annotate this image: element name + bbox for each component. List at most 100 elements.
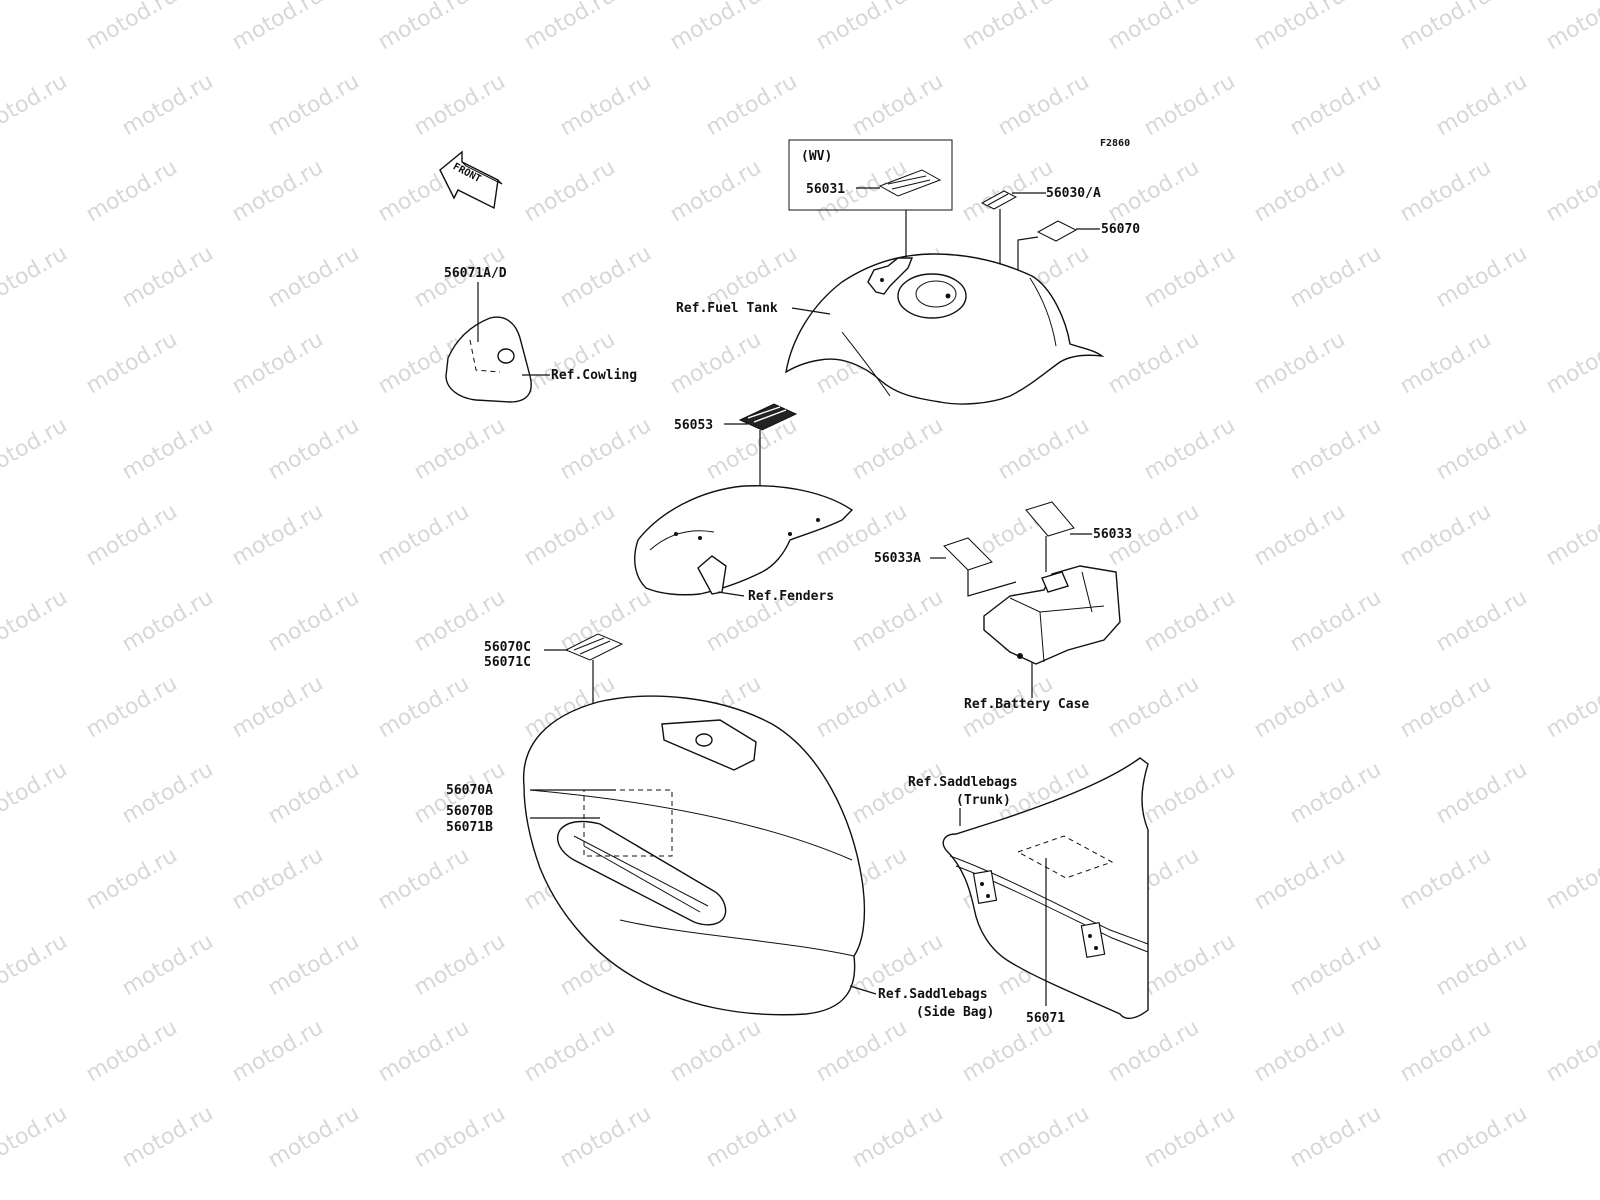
watermark-text: motod.ru bbox=[1432, 929, 1532, 1001]
watermark-text: motod.ru bbox=[1396, 155, 1496, 227]
decal-56030a: 56030/A bbox=[980, 186, 1101, 295]
watermark-text: motod.ru bbox=[264, 241, 364, 313]
watermark-text: motod.ru bbox=[228, 327, 328, 399]
watermark-text: motod.ru bbox=[264, 757, 364, 829]
watermark-text: motod.ru bbox=[666, 1015, 766, 1087]
watermark-text: motod.ru bbox=[0, 585, 72, 657]
watermark-text: motod.ru bbox=[994, 413, 1094, 485]
watermark-text: motod.ru bbox=[118, 585, 218, 657]
watermark-text: motod.ru bbox=[118, 929, 218, 1001]
watermark-text: motod.ru bbox=[410, 413, 510, 485]
watermark-text: motod.ru bbox=[0, 241, 72, 313]
watermark-text: motod.ru bbox=[848, 413, 948, 485]
watermark-text: motod.ru bbox=[520, 155, 620, 227]
watermark-text: motod.ru bbox=[1286, 1101, 1386, 1173]
watermark-text: motod.ru bbox=[1104, 327, 1204, 399]
ref-cowling-label: Ref.Cowling bbox=[551, 368, 637, 383]
watermark-text: motod.ru bbox=[228, 843, 328, 915]
watermark-text: motod.ru bbox=[0, 757, 72, 829]
watermark-text: motod.ru bbox=[410, 929, 510, 1001]
watermark-text: motod.ru bbox=[374, 843, 474, 915]
watermark-text: motod.ru bbox=[1140, 757, 1240, 829]
watermark-text: motod.ru bbox=[812, 1015, 912, 1087]
watermark-text: motod.ru bbox=[1542, 1015, 1600, 1087]
watermark-text: motod.ru bbox=[1432, 585, 1532, 657]
watermark-text: motod.ru bbox=[118, 69, 218, 141]
watermark-text: motod.ru bbox=[374, 0, 474, 55]
watermark-text: motod.ru bbox=[1250, 499, 1350, 571]
watermark-text: motod.ru bbox=[264, 413, 364, 485]
ref-saddlebags-side-label-2: (Side Bag) bbox=[916, 1005, 994, 1020]
watermark-text: motod.ru bbox=[1432, 757, 1532, 829]
watermark-text: motod.ru bbox=[702, 69, 802, 141]
watermark-text: motod.ru bbox=[848, 757, 948, 829]
watermark-text: motod.ru bbox=[1286, 241, 1386, 313]
watermark-text: motod.ru bbox=[374, 499, 474, 571]
watermark-text: motod.ru bbox=[848, 69, 948, 141]
watermark-text: motod.ru bbox=[1542, 843, 1600, 915]
watermark-text: motod.ru bbox=[812, 0, 912, 55]
saddlebag-side-bag: 56070A 56070B 56071B Ref.Saddlebags (Sid… bbox=[446, 695, 994, 1020]
watermark-text: motod.ru bbox=[264, 1101, 364, 1173]
watermark-text: motod.ru bbox=[848, 585, 948, 657]
part-56033-label: 56033 bbox=[1093, 527, 1132, 542]
watermark-text: motod.ru bbox=[82, 499, 182, 571]
ref-saddlebags-trunk-label-2: (Trunk) bbox=[956, 793, 1011, 808]
watermark-text: motod.ru bbox=[666, 327, 766, 399]
watermark-text: motod.ru bbox=[118, 1101, 218, 1173]
part-56070-label: 56070 bbox=[1101, 222, 1140, 237]
watermark-text: motod.ru bbox=[520, 327, 620, 399]
watermark-text: motod.ru bbox=[1542, 327, 1600, 399]
watermark-text: motod.ru bbox=[1250, 843, 1350, 915]
watermark-text: motod.ru bbox=[666, 155, 766, 227]
watermark-text: motod.ru bbox=[1286, 585, 1386, 657]
battery-case: 56033 56033A Ref.Battery Case bbox=[874, 501, 1132, 712]
part-56071ad-label: 56071A/D bbox=[444, 266, 507, 281]
watermark-text: motod.ru bbox=[0, 413, 72, 485]
part-56071c-label: 56071C bbox=[484, 655, 531, 670]
watermark-text: motod.ru bbox=[118, 413, 218, 485]
watermark-text: motod.ru bbox=[0, 929, 72, 1001]
watermark-text: motod.ru bbox=[1432, 413, 1532, 485]
watermark-text: motod.ru bbox=[82, 155, 182, 227]
watermark-text: motod.ru bbox=[1104, 0, 1204, 55]
watermark-text: motod.ru bbox=[1250, 155, 1350, 227]
watermark-text: motod.ru bbox=[1396, 843, 1496, 915]
watermark-text: motod.ru bbox=[1542, 0, 1600, 55]
cowling: 56071A/D Ref.Cowling bbox=[444, 266, 637, 403]
watermark-text: motod.ru bbox=[1396, 0, 1496, 55]
watermark-text: motod.ru bbox=[228, 0, 328, 55]
part-56071-label: 56071 bbox=[1026, 1011, 1065, 1026]
watermark-text: motod.ru bbox=[1140, 413, 1240, 485]
part-56031-label: 56031 bbox=[806, 182, 845, 197]
part-56070c-label: 56070C bbox=[484, 640, 531, 655]
watermark-text: motod.ru bbox=[958, 0, 1058, 55]
watermark-text: motod.ru bbox=[1286, 413, 1386, 485]
decal-56053: 56053 bbox=[674, 403, 798, 504]
watermark-text: motod.ru bbox=[82, 1015, 182, 1087]
figure-code: F2860 bbox=[1100, 138, 1130, 149]
watermark-text: motod.ru bbox=[848, 1101, 948, 1173]
watermark-text: motod.ru bbox=[1432, 1101, 1532, 1173]
watermark-text: motod.ru bbox=[1286, 929, 1386, 1001]
watermark-text: motod.ru bbox=[702, 1101, 802, 1173]
watermark-text: motod.ru bbox=[1286, 69, 1386, 141]
watermark-text: motod.ru bbox=[520, 0, 620, 55]
watermark-text: motod.ru bbox=[1542, 671, 1600, 743]
watermark-text: motod.ru bbox=[958, 155, 1058, 227]
watermark-text: motod.ru bbox=[812, 671, 912, 743]
ref-battery-case-label: Ref.Battery Case bbox=[964, 697, 1089, 712]
decal-56033a bbox=[943, 537, 993, 571]
watermark-text: motod.ru bbox=[228, 155, 328, 227]
watermark-text: motod.ru bbox=[228, 1015, 328, 1087]
watermark-text: motod.ru bbox=[82, 327, 182, 399]
watermark-text: motod.ru bbox=[1250, 671, 1350, 743]
watermark-text: motod.ru bbox=[82, 0, 182, 55]
fuel-tank: Ref.Fuel Tank bbox=[676, 253, 1105, 405]
decal-56033 bbox=[1025, 501, 1075, 537]
watermark-text: motod.ru bbox=[1140, 69, 1240, 141]
watermark-text: motod.ru bbox=[1542, 155, 1600, 227]
watermark-text: motod.ru bbox=[1104, 1015, 1204, 1087]
watermark-text: motod.ru bbox=[1140, 585, 1240, 657]
